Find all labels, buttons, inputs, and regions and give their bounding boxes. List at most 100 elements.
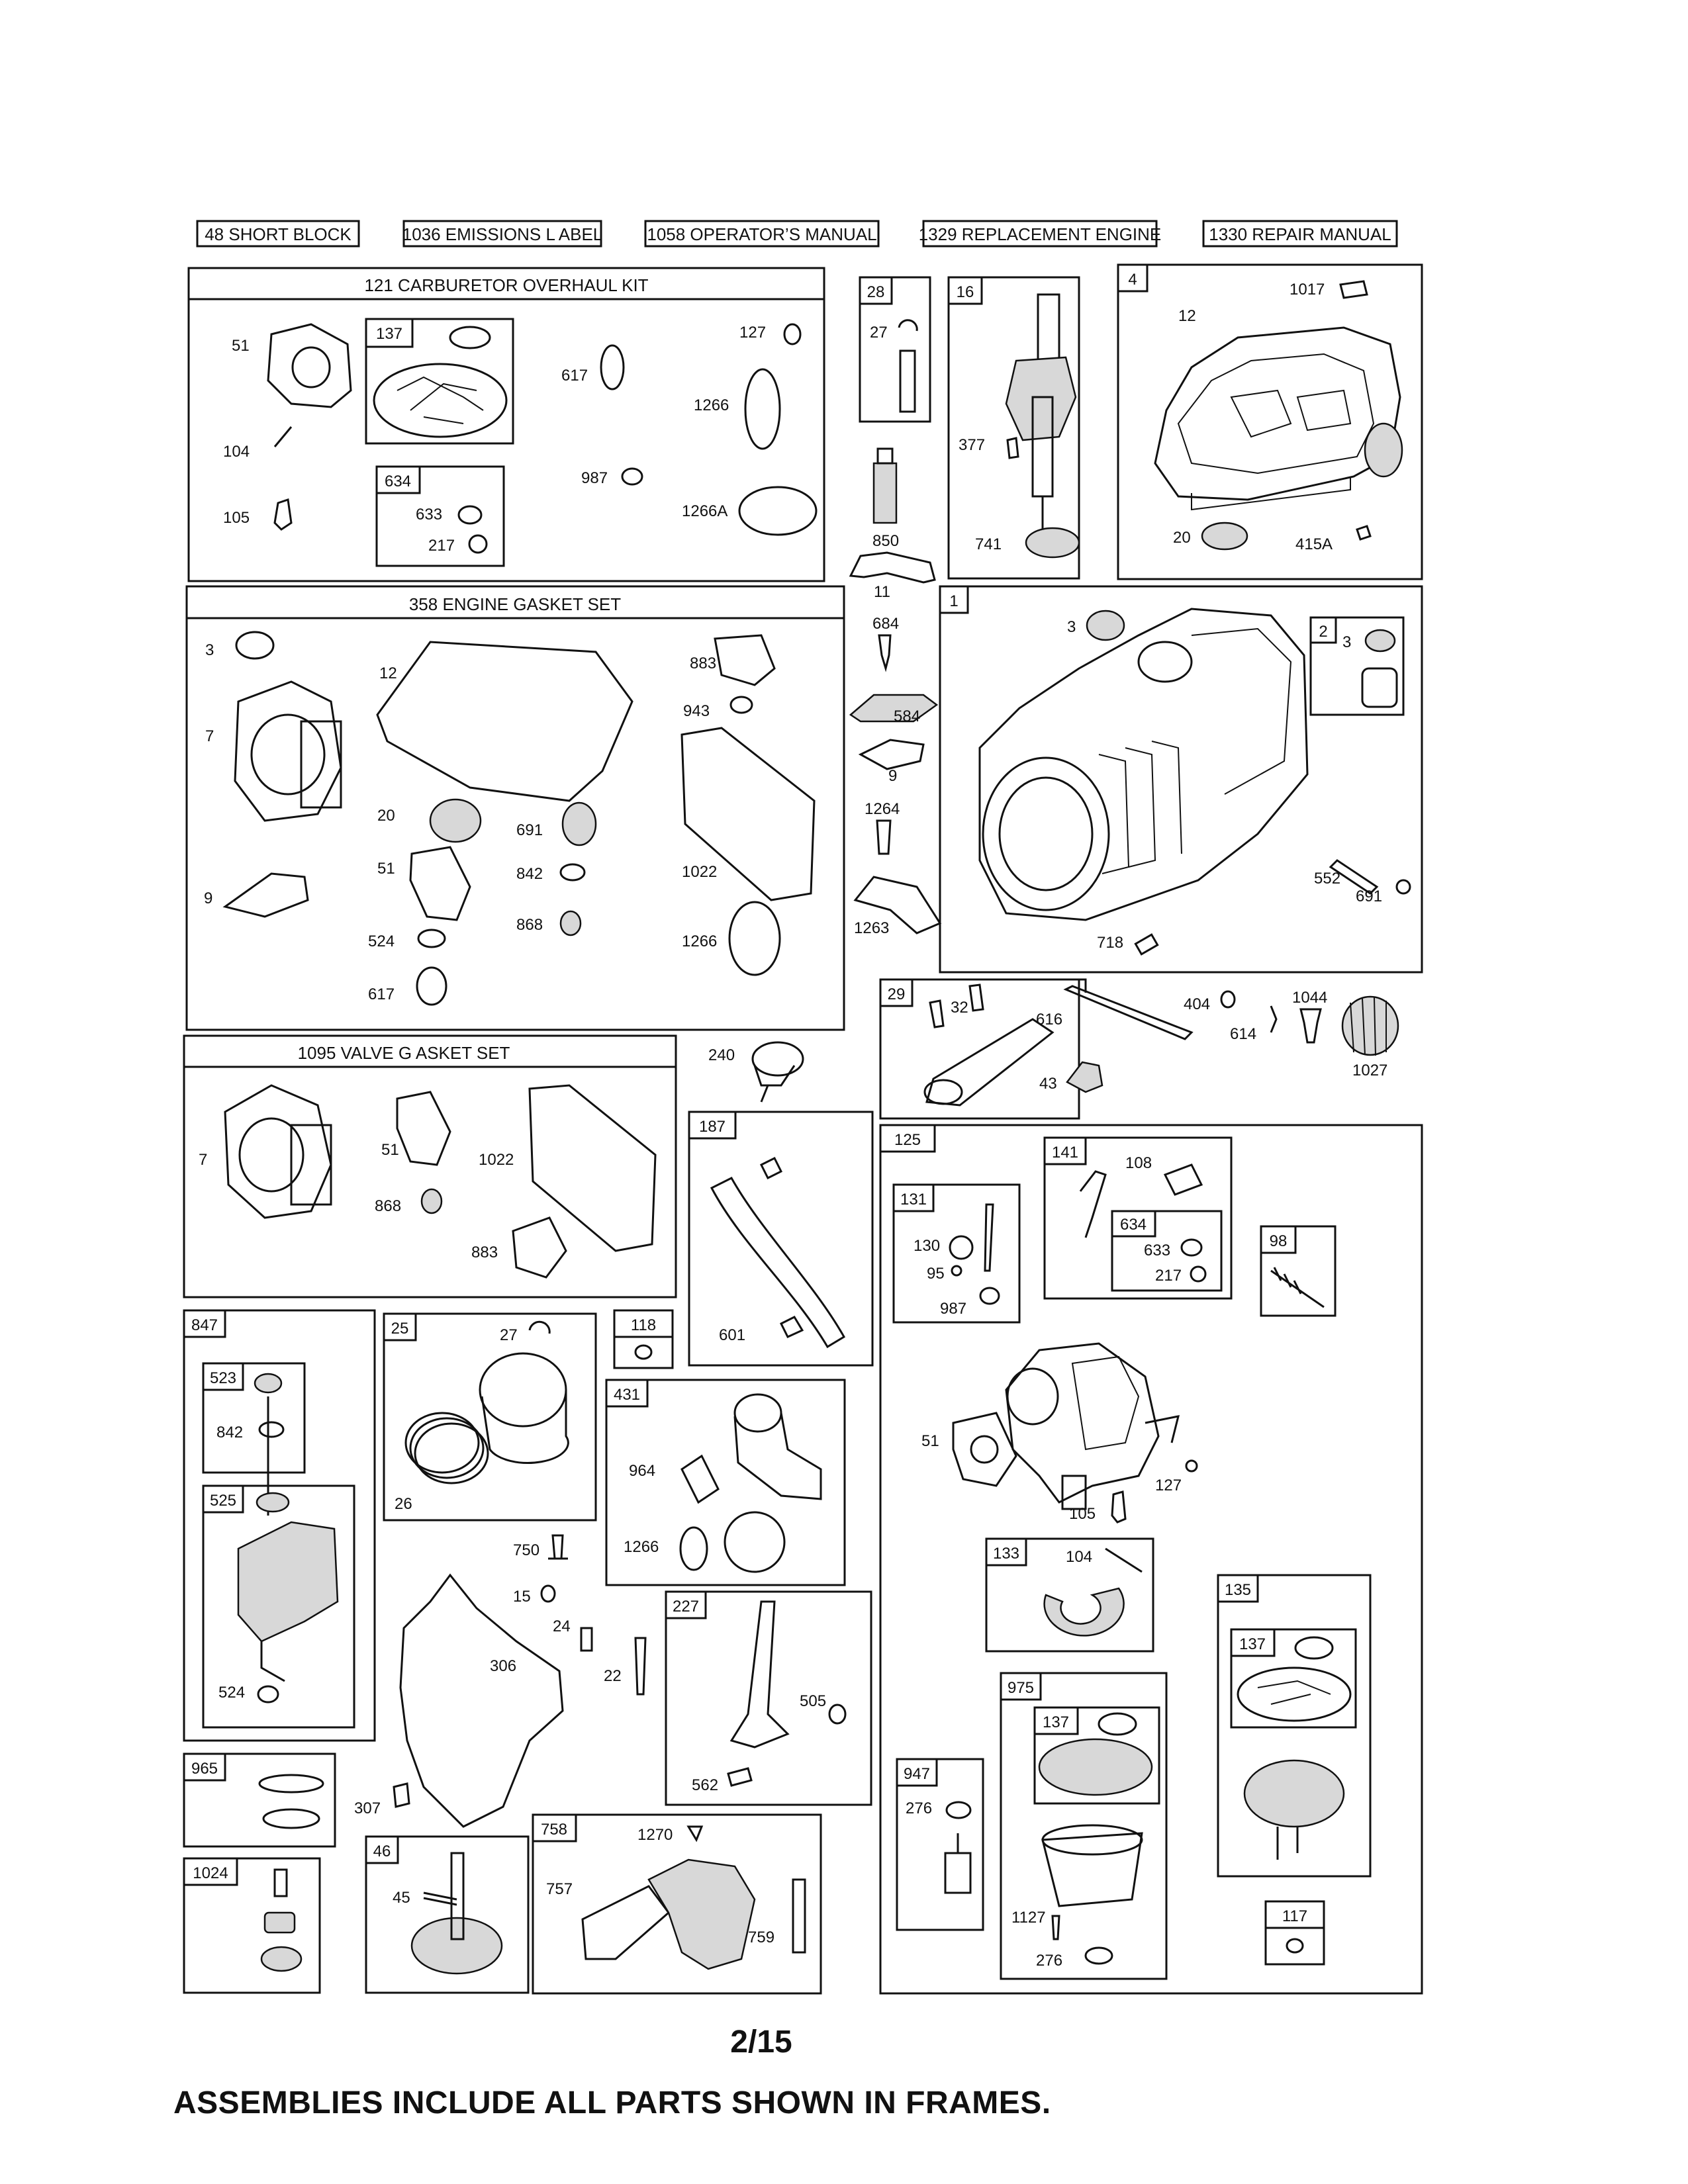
part-label-616[interactable]: 616 (1036, 1011, 1062, 1028)
bracket-584-part[interactable] (849, 694, 939, 723)
part-label-691e[interactable]: 691 (1356, 887, 1382, 905)
head-gasket-part[interactable] (234, 680, 342, 822)
part-label-750[interactable]: 750 (513, 1541, 539, 1559)
frame-133[interactable]: 133 104 (985, 1537, 1154, 1653)
part-label-1017[interactable]: 1017 (1289, 281, 1325, 298)
part-label-15[interactable]: 15 (513, 1588, 531, 1606)
part-label-105[interactable]: 105 (223, 509, 250, 527)
frame-29-connecting-rod[interactable]: 29 32 (879, 978, 1080, 1120)
spacer-24-part[interactable] (580, 1627, 593, 1652)
carb-gasket-part[interactable] (267, 323, 352, 408)
frame-523[interactable]: 523 842 (202, 1362, 306, 1474)
part-label-3b[interactable]: 3 (1342, 633, 1351, 651)
replacement-engine-button[interactable]: 1329 REPLACEMENT ENGINE (919, 220, 1162, 248)
part-label-217[interactable]: 217 (428, 537, 455, 555)
screw-684-part[interactable] (878, 634, 892, 672)
part-label-943[interactable]: 943 (683, 702, 710, 720)
part-label-32[interactable]: 32 (951, 999, 968, 1017)
part-label-105p[interactable]: 105 (1069, 1505, 1096, 1523)
sealant-tube-part[interactable] (872, 447, 898, 524)
frame-431-intake[interactable]: 431 964 1266 (605, 1379, 846, 1586)
frame-131[interactable]: 131 130 95 987 (892, 1183, 1021, 1324)
part-label-108[interactable]: 108 (1125, 1154, 1152, 1172)
bolt-22-part[interactable] (634, 1637, 647, 1696)
frame-847-dipstick[interactable]: 847 (183, 1309, 376, 1742)
part-label-45[interactable]: 45 (393, 1889, 410, 1907)
part-label-12[interactable]: 12 (1178, 307, 1196, 325)
part-label-7v[interactable]: 7 (199, 1151, 207, 1169)
part-label-691[interactable]: 691 (516, 821, 543, 839)
frame-758-bracket[interactable]: 758 1270 757 759 (532, 1813, 822, 1995)
part-label-127[interactable]: 127 (739, 324, 766, 341)
frame-125-carburetor[interactable]: 125 51 127 105 (879, 1124, 1423, 1995)
fuel-filter-240-part[interactable] (751, 1041, 804, 1103)
part-label-1263[interactable]: 1263 (854, 919, 889, 937)
part-label-987p[interactable]: 987 (940, 1300, 966, 1318)
screw-1264-part[interactable] (876, 819, 892, 855)
part-label-759[interactable]: 759 (748, 1929, 774, 1946)
sump-gasket-part[interactable] (376, 641, 633, 802)
carburetor-body-part[interactable] (1005, 1342, 1180, 1510)
frame-1024[interactable]: 1024 (183, 1857, 321, 1994)
part-label-276b[interactable]: 276 (1036, 1952, 1062, 1970)
part-label-22[interactable]: 22 (604, 1667, 622, 1685)
frame-634-top[interactable]: 634 (375, 465, 505, 567)
gasket-9-part[interactable] (858, 739, 925, 770)
repair-manual-button[interactable]: 1330 REPAIR MANUAL (1202, 220, 1398, 248)
valve-cover-gasket-part[interactable] (680, 727, 816, 901)
o-ring-1266-part[interactable] (744, 368, 781, 450)
part-label-415A[interactable]: 415A (1295, 535, 1333, 553)
frame-137-top[interactable]: 137 (365, 318, 514, 445)
o-ring-1266A-part[interactable] (738, 486, 818, 536)
part-label-1266[interactable]: 1266 (694, 396, 729, 414)
part-label-524o[interactable]: 524 (218, 1684, 245, 1702)
clip-614-part[interactable] (1270, 1005, 1278, 1033)
frame-975[interactable]: 975 1127 276 (1000, 1672, 1168, 1980)
part-label-51p[interactable]: 51 (921, 1432, 939, 1450)
part-label-524[interactable]: 524 (368, 933, 395, 950)
part-label-505[interactable]: 505 (800, 1692, 826, 1710)
part-label-26[interactable]: 26 (395, 1495, 412, 1513)
frame-117[interactable]: 117 (1264, 1900, 1325, 1966)
part-label-883v[interactable]: 883 (471, 1244, 498, 1261)
part-label-276[interactable]: 276 (906, 1799, 932, 1817)
part-label-1022[interactable]: 1022 (682, 863, 717, 881)
part-label-757[interactable]: 757 (546, 1880, 573, 1898)
nut-15-part[interactable] (540, 1584, 556, 1603)
part-label-217p[interactable]: 217 (1155, 1267, 1182, 1285)
engine-gasket-set-frame[interactable]: 358 ENGINE GASKET SET 3 7 9 12 20 51 524… (185, 585, 845, 1031)
part-label-1270[interactable]: 1270 (637, 1826, 673, 1844)
frame-137-float[interactable]: 137 (1230, 1628, 1357, 1729)
frame-947[interactable]: 947 276 (896, 1758, 984, 1931)
part-label-27k[interactable]: 27 (500, 1326, 518, 1344)
screw-1044-part[interactable] (1299, 1008, 1322, 1044)
frame-137-bowl[interactable]: 137 (1033, 1706, 1160, 1805)
part-label-1044[interactable]: 1044 (1292, 989, 1327, 1007)
part-label-842[interactable]: 842 (516, 865, 543, 883)
part-label-584[interactable]: 584 (894, 707, 920, 725)
washer-404-part[interactable] (1220, 990, 1236, 1009)
part-label-718[interactable]: 718 (1097, 934, 1123, 952)
part-label-20g[interactable]: 20 (377, 807, 395, 825)
part-label-614[interactable]: 614 (1230, 1025, 1256, 1043)
part-label-617[interactable]: 617 (561, 367, 588, 385)
frame-16-crankshaft[interactable]: 16 377 741 (947, 276, 1080, 580)
part-label-3e[interactable]: 3 (1067, 618, 1076, 636)
frame-118[interactable]: 118 (613, 1309, 674, 1369)
washer-987-part[interactable] (621, 467, 643, 486)
part-label-27[interactable]: 27 (870, 324, 888, 341)
o-ring-617-part[interactable] (600, 344, 625, 390)
frame-965[interactable]: 965 (183, 1752, 336, 1848)
part-label-1264[interactable]: 1264 (865, 800, 900, 818)
part-label-127p[interactable]: 127 (1155, 1477, 1182, 1494)
part-label-12g[interactable]: 12 (379, 664, 397, 682)
part-label-43[interactable]: 43 (1039, 1075, 1057, 1093)
part-label-842o[interactable]: 842 (216, 1424, 243, 1441)
pin-part[interactable] (273, 426, 293, 447)
part-label-964[interactable]: 964 (629, 1462, 655, 1480)
part-label-1022v[interactable]: 1022 (479, 1151, 514, 1169)
part-label-20[interactable]: 20 (1173, 529, 1191, 547)
frame-4-sump[interactable]: 4 12 1017 20 415A (1117, 263, 1423, 580)
part-label-883[interactable]: 883 (690, 655, 716, 672)
part-label-562[interactable]: 562 (692, 1776, 718, 1794)
